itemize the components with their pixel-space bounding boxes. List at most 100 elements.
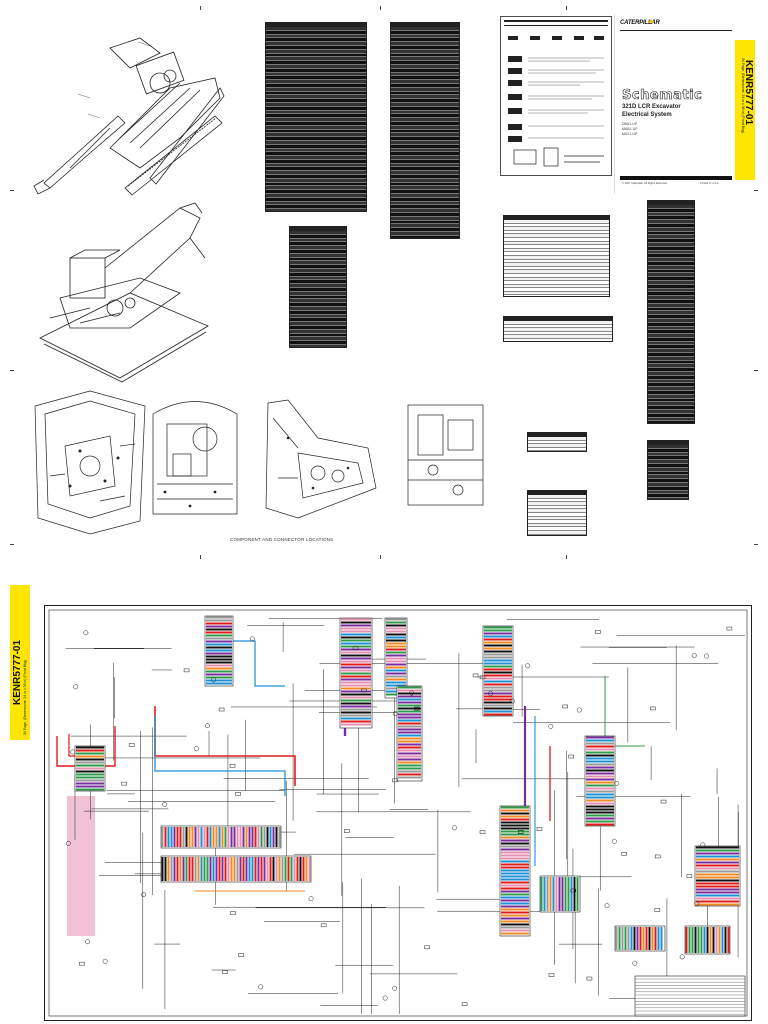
table-row	[504, 238, 609, 242]
table-row	[391, 220, 459, 225]
connector-pin	[484, 632, 512, 635]
connector-pin	[76, 761, 104, 764]
table-row	[391, 61, 459, 65]
connector-pin	[263, 827, 266, 847]
table-row	[648, 246, 694, 251]
table-row	[391, 129, 459, 134]
connector-pin	[398, 737, 421, 740]
connector-pin	[341, 645, 371, 648]
connector-pin	[546, 877, 549, 911]
connector-pin	[398, 725, 421, 728]
table-row	[266, 45, 366, 50]
connector-pin	[206, 628, 232, 631]
connector-pin	[209, 827, 212, 847]
connector-pin	[386, 681, 406, 684]
connector-pin	[206, 827, 209, 847]
connector-pin	[501, 857, 529, 860]
table-row	[290, 310, 346, 315]
table-row	[648, 231, 694, 236]
cab-illustration	[34, 390, 146, 535]
table-row	[391, 106, 459, 111]
connector-pin	[287, 857, 290, 881]
connector-pin	[176, 827, 179, 847]
connector-pin	[660, 927, 663, 950]
table-row	[290, 306, 346, 311]
table-row	[648, 242, 694, 247]
connector-pin	[206, 658, 232, 661]
table-row	[648, 216, 694, 221]
table-row	[266, 76, 366, 81]
table-row	[266, 91, 366, 96]
connector-pin	[501, 842, 529, 845]
connector-pin	[275, 827, 278, 847]
connector-pin	[501, 863, 529, 866]
connector-pin	[501, 821, 529, 824]
table-row	[648, 220, 694, 224]
connector-pin	[239, 857, 242, 881]
connector-pin	[398, 728, 421, 731]
connector-pin	[386, 618, 406, 621]
locations-caption: COMPONENT AND CONNECTOR LOCATIONS	[230, 537, 334, 542]
connector-pin	[696, 900, 739, 903]
connector-pin	[709, 927, 712, 953]
connector-pin	[233, 857, 236, 881]
connector-pin	[696, 864, 739, 867]
table-row	[391, 182, 459, 187]
connector-pin	[484, 686, 512, 689]
connector-pin	[386, 654, 406, 657]
connector-pin	[501, 878, 529, 881]
table-row	[391, 102, 459, 107]
connector-pin	[206, 634, 232, 637]
table-row	[504, 332, 612, 336]
table-row	[648, 482, 688, 487]
table-row	[528, 513, 586, 517]
connector-pin	[206, 649, 232, 652]
connector-pin	[696, 897, 739, 900]
connector-pin	[624, 927, 627, 950]
component-symbol	[128, 743, 135, 747]
table-row	[266, 201, 366, 206]
connector-pin	[230, 857, 233, 881]
connector-pin	[398, 773, 421, 776]
connector-pin	[218, 857, 221, 881]
component-symbol	[568, 754, 574, 759]
connector-table	[647, 440, 689, 500]
connector-pin	[341, 654, 371, 657]
table-row	[391, 83, 459, 88]
connector-pin	[242, 857, 245, 881]
table-row	[648, 360, 694, 365]
component-symbol	[193, 746, 199, 752]
connector-block	[482, 625, 514, 717]
table-row	[648, 235, 694, 240]
connector-pin	[586, 775, 614, 778]
table-row	[648, 303, 694, 308]
connector-pin	[501, 899, 529, 902]
connector-pin	[227, 857, 230, 881]
table-row	[504, 281, 609, 285]
connector-pin	[549, 877, 552, 911]
connector-pin	[501, 830, 529, 833]
connector-pin	[215, 857, 218, 881]
table-row	[504, 260, 609, 264]
connector-pin	[501, 923, 529, 926]
component-symbol	[525, 663, 531, 669]
component-symbol	[352, 646, 359, 651]
component-symbol	[479, 675, 486, 680]
connector-pin	[696, 903, 739, 906]
component-symbol	[73, 684, 79, 690]
table-row	[528, 441, 586, 445]
component-symbol	[392, 985, 398, 991]
connector-pin	[696, 879, 739, 882]
connector-pin	[484, 635, 512, 638]
component-symbol	[604, 903, 610, 909]
table-row	[266, 133, 366, 138]
component-symbol	[230, 911, 236, 915]
connector-pin	[341, 714, 371, 717]
connector-pin	[700, 927, 703, 953]
connector-pin	[224, 857, 227, 881]
table-row	[266, 27, 366, 31]
table-row	[391, 45, 459, 50]
table-row	[648, 288, 694, 293]
harness-zone	[67, 796, 95, 936]
table-row	[391, 57, 459, 62]
